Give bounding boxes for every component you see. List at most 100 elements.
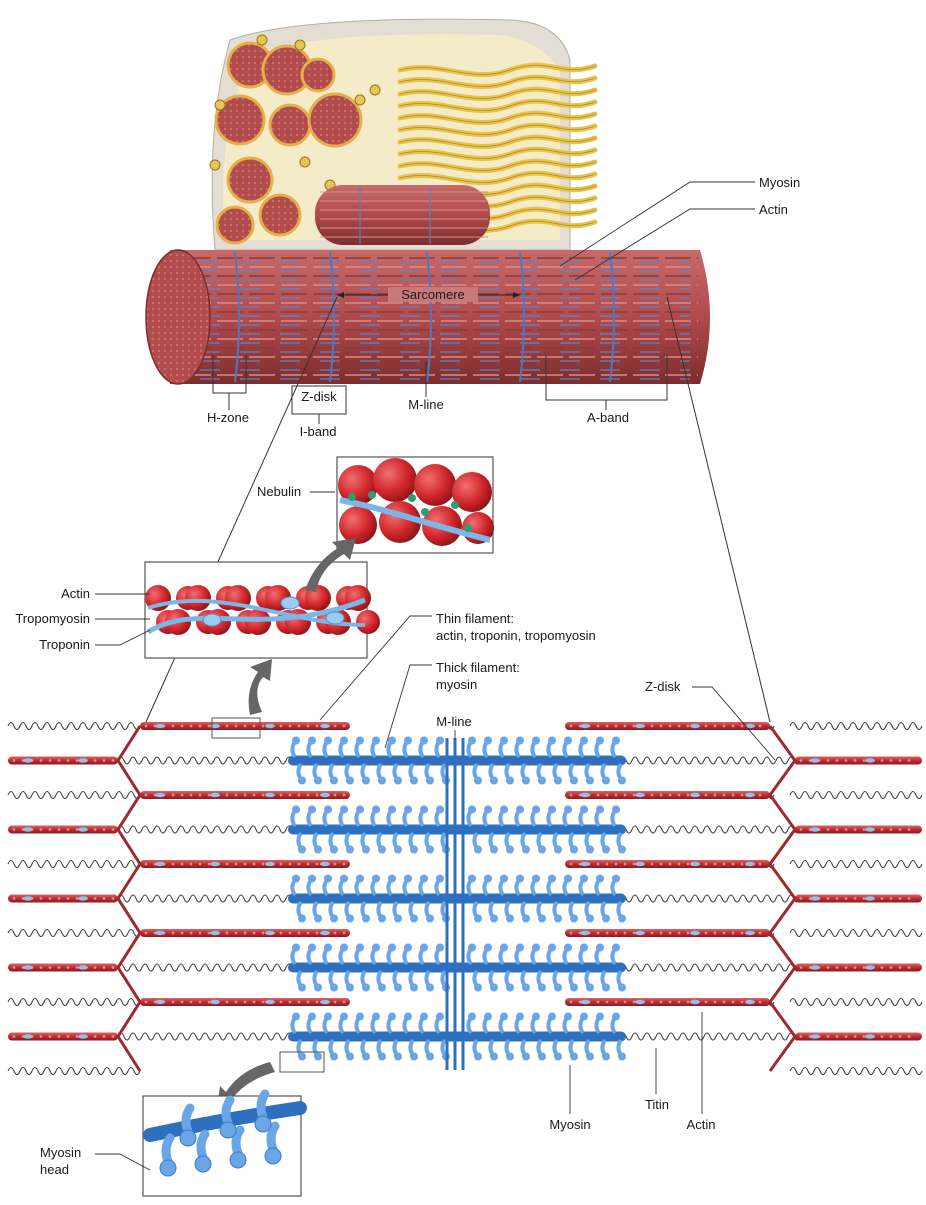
leader-thin-filament	[319, 615, 432, 721]
z-disk-line	[609, 251, 615, 383]
thin-filament	[565, 929, 770, 937]
actin-monomer	[245, 609, 271, 635]
titin-filament	[789, 997, 923, 1007]
troponin-complex	[202, 613, 222, 627]
myosin-head-tip	[179, 1129, 197, 1147]
titin-filament	[619, 825, 801, 834]
troponin-mark	[865, 827, 875, 832]
label-thick-filament-desc: myosin	[436, 677, 478, 692]
thick-filament	[288, 755, 626, 766]
troponin-bead	[348, 493, 356, 501]
thick-filament	[288, 1031, 626, 1042]
troponin-mark	[265, 861, 275, 867]
label-thin-filament-title: Thin filament:	[436, 611, 515, 626]
tropomyosin-strand	[146, 597, 366, 635]
troponin-bead	[421, 508, 429, 516]
thin-filament	[8, 894, 118, 903]
troponin-mark	[810, 827, 820, 832]
thin-filament	[8, 825, 118, 834]
zoom-arrow	[305, 538, 356, 592]
thick-filament	[288, 962, 626, 973]
z-disk-line	[234, 251, 240, 383]
label-thick-filament-title: Thick filament:	[436, 660, 520, 675]
titin-filament	[117, 1032, 299, 1041]
titin-filament	[789, 859, 923, 869]
label-h-zone: H-zone	[207, 410, 249, 425]
troponin-mark	[265, 723, 275, 729]
myosin-head-zoom-box	[279, 1051, 325, 1073]
muscle-bundle	[215, 205, 255, 245]
label-i-band: I-band	[299, 424, 337, 439]
vessel-cross-section	[299, 156, 311, 168]
troponin-mark	[78, 827, 88, 832]
troponin-bead	[408, 494, 416, 502]
muscle-fiber-illustration	[145, 18, 710, 424]
label-z-disk: Z-disk	[645, 679, 681, 694]
label-z-disk-top: Z-disk	[301, 389, 337, 404]
myosin-head-tip	[264, 1147, 282, 1165]
troponin-mark	[155, 930, 165, 936]
troponin-mark	[635, 999, 645, 1005]
muscle-bundle	[300, 57, 336, 93]
label-m-line: M-line	[436, 714, 472, 729]
troponin-mark	[23, 965, 33, 970]
troponin-mark	[690, 930, 700, 936]
titin-filament	[789, 1066, 923, 1076]
vessel-cross-section	[256, 34, 268, 46]
vessel-cross-section	[214, 99, 226, 111]
troponin-mark	[580, 930, 590, 936]
myofibril-end-face	[145, 249, 211, 385]
titin-filament	[7, 721, 141, 731]
thin-filament	[8, 756, 118, 765]
z-disk-right	[768, 725, 797, 1072]
titin-filament	[7, 859, 141, 869]
troponin-mark	[810, 758, 820, 763]
myosin-head-tip	[229, 1151, 247, 1169]
troponin-mark	[23, 758, 33, 763]
muscle-fiber-bundle	[315, 185, 490, 245]
thin-filament	[795, 894, 922, 903]
muscle-bundle	[226, 156, 274, 204]
inset-panels	[142, 456, 494, 1197]
myosin-head-tip	[159, 1159, 177, 1177]
troponin-mark	[23, 827, 33, 832]
myosin-head-tip	[219, 1121, 237, 1139]
troponin-mark	[745, 792, 755, 798]
myosin-head-tip	[194, 1155, 212, 1173]
troponin-complex	[325, 611, 345, 625]
thin-filament	[565, 860, 770, 868]
troponin-mark	[745, 999, 755, 1005]
troponin-mark	[635, 723, 645, 729]
troponin-mark	[690, 723, 700, 729]
troponin-mark	[865, 965, 875, 970]
sarcomere-filament-lattice	[7, 717, 923, 1076]
label-myosin-top: Myosin	[759, 175, 801, 190]
actin-monomer	[373, 458, 417, 502]
troponin-mark	[155, 861, 165, 867]
label-titin: Titin	[644, 1097, 670, 1112]
troponin-bead	[464, 524, 472, 532]
label-nebulin: Nebulin	[257, 484, 302, 499]
nebulin-strand	[339, 497, 491, 543]
label-tropomyosin: Tropomyosin	[15, 611, 90, 626]
troponin-mark	[265, 999, 275, 1005]
actin-monomer	[185, 585, 211, 611]
myosin-head-tip	[254, 1115, 272, 1133]
leader-z-disk	[692, 686, 776, 761]
muscle-bundle	[214, 94, 266, 146]
troponin-mark	[155, 723, 165, 729]
thin-filament	[795, 963, 922, 972]
troponin-mark	[320, 792, 330, 798]
troponin-mark	[320, 930, 330, 936]
leader-thick-filament	[384, 664, 432, 749]
label-actin-top: Actin	[759, 202, 788, 217]
thick-filament	[288, 893, 626, 904]
troponin-mark	[690, 792, 700, 798]
thin-filament	[8, 1032, 118, 1041]
troponin-mark	[210, 792, 220, 798]
actin-monomer	[339, 506, 377, 544]
troponin-mark	[580, 861, 590, 867]
troponin-mark	[580, 792, 590, 798]
z-disk-line	[519, 251, 525, 383]
